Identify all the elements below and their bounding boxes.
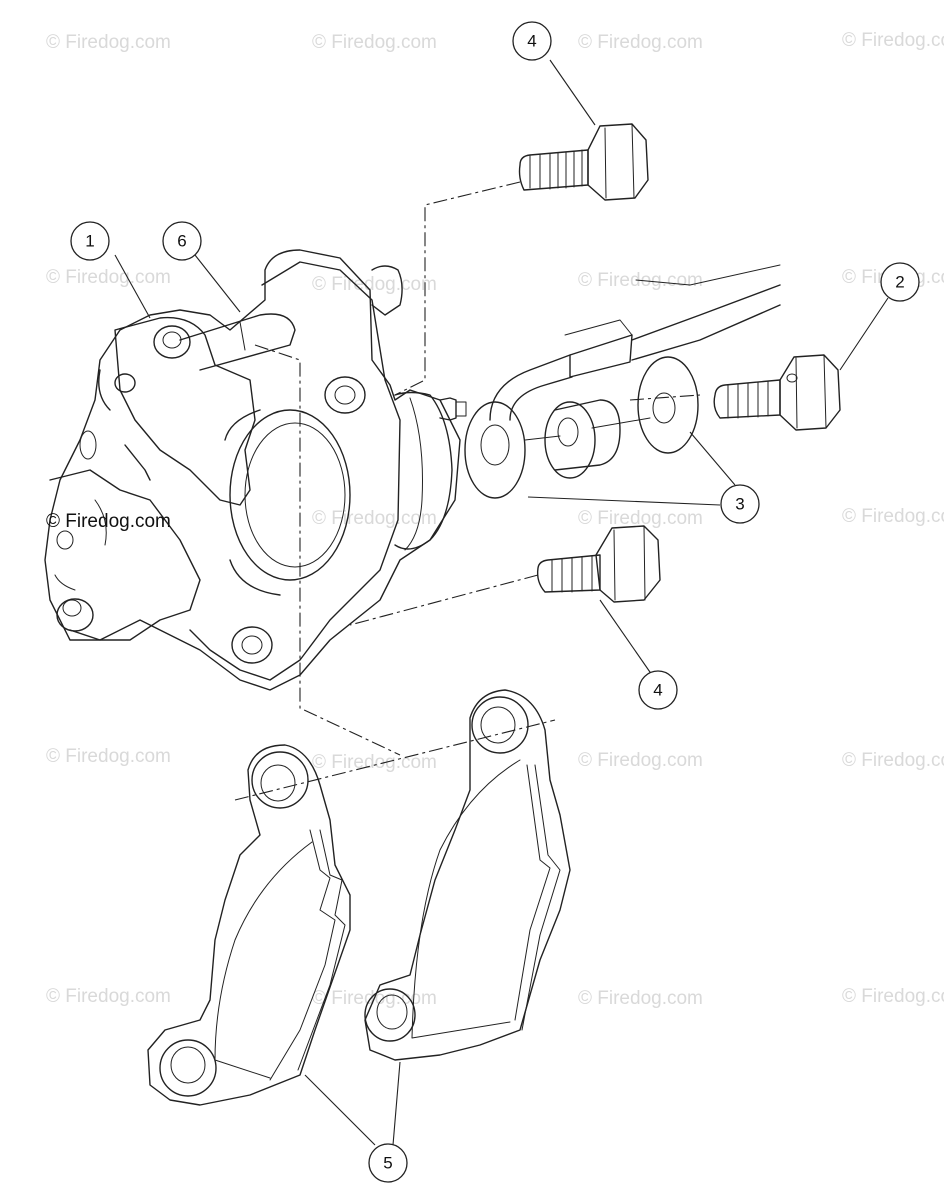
- watermark: © Firedog.com: [312, 32, 437, 53]
- watermark: © Firedog.com: [312, 752, 437, 773]
- callout-1: 1: [70, 221, 110, 261]
- callout-6: 6: [162, 221, 202, 261]
- watermark: © Firedog.com: [578, 988, 703, 1009]
- bolt-bottom: [536, 525, 661, 603]
- callout-label: 3: [735, 495, 744, 514]
- watermark: © Firedog.com: [46, 32, 171, 53]
- watermark-grid: © Firedog.com © Firedog.com © Firedog.co…: [46, 30, 944, 1009]
- callout-label: 4: [527, 32, 536, 51]
- watermark-center: © Firedog.com: [46, 511, 171, 532]
- watermark: © Firedog.com: [578, 32, 703, 53]
- watermark: © Firedog.com: [578, 750, 703, 771]
- brake-pad-right: [364, 689, 571, 1061]
- brake-pad-left: [147, 744, 351, 1106]
- washers: [464, 356, 699, 499]
- watermark: © Firedog.com: [312, 274, 437, 295]
- banjo-bolt: [713, 354, 841, 431]
- callout-label: 1: [85, 232, 94, 251]
- watermark: © Firedog.com: [578, 508, 703, 529]
- brake-line: [489, 264, 781, 421]
- callout-label: 4: [653, 681, 662, 700]
- caliper-body: [44, 249, 467, 691]
- callout-3: 3: [720, 484, 760, 524]
- watermark: © Firedog.com: [842, 30, 944, 51]
- bolt-top: [518, 123, 649, 201]
- callout-5: 5: [368, 1143, 408, 1183]
- watermark: © Firedog.com: [46, 267, 171, 288]
- callout-4-top: 4: [512, 21, 552, 61]
- leader-lines: [114, 59, 889, 1146]
- callout-label: 5: [383, 1154, 392, 1173]
- callout-2: 2: [880, 262, 920, 302]
- watermark: © Firedog.com: [842, 986, 944, 1007]
- callout-label: 6: [177, 232, 186, 251]
- watermark: © Firedog.com: [46, 986, 171, 1007]
- watermark: © Firedog.com: [842, 506, 944, 527]
- watermark: © Firedog.com: [842, 750, 944, 771]
- callout-4-bottom: 4: [638, 670, 678, 710]
- alignment-lines: [234, 181, 701, 801]
- callout-label: 2: [895, 273, 904, 292]
- watermark: © Firedog.com: [46, 746, 171, 767]
